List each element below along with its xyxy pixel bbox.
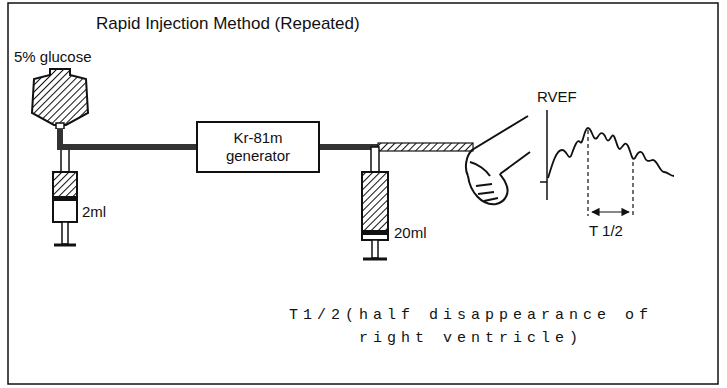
tube-connector bbox=[60, 129, 196, 147]
glucose-bag: 5% glucose bbox=[14, 48, 92, 129]
rvef-graph bbox=[540, 110, 674, 216]
label: T 1/2 bbox=[589, 222, 623, 239]
arm-drawing bbox=[466, 116, 530, 204]
title: Rapid Injection Method (Repeated) bbox=[96, 14, 360, 34]
label: RVEF bbox=[537, 88, 577, 105]
syringe-large bbox=[362, 147, 388, 259]
bag-shape bbox=[30, 67, 90, 129]
tube bbox=[320, 143, 473, 151]
frame bbox=[8, 3, 718, 384]
label: 2ml bbox=[82, 203, 106, 220]
node-text: 5% glucose bbox=[14, 48, 92, 65]
syringe-small bbox=[53, 147, 77, 245]
generator-box: Kr-81m generator bbox=[196, 121, 320, 173]
caption: T1/2(half disappearance of right ventric… bbox=[276, 305, 666, 350]
label: 20ml bbox=[394, 224, 427, 241]
node-text: Kr-81m generator bbox=[206, 129, 310, 165]
